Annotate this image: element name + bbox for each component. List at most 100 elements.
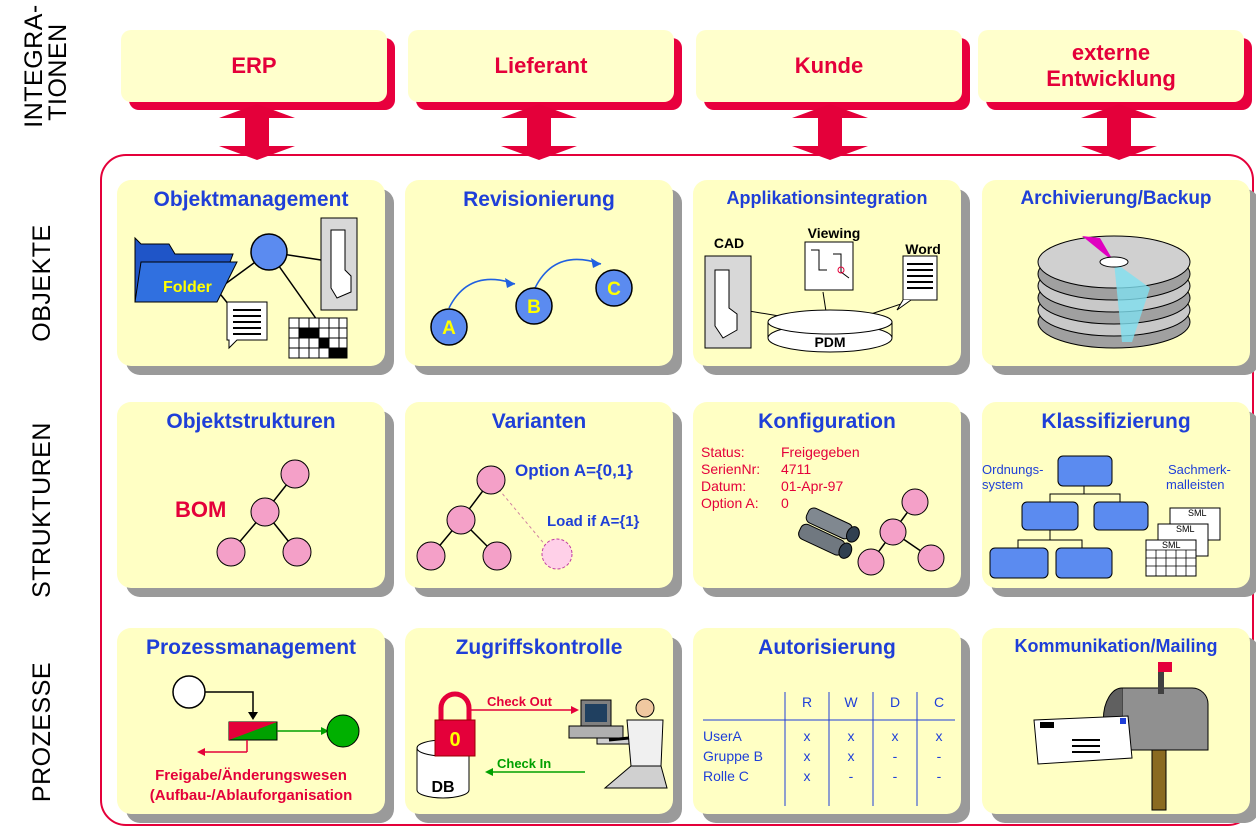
matrix-row-label: Gruppe B: [703, 748, 763, 764]
card-title: Objektmanagement: [153, 188, 349, 211]
sml-label: SML: [1162, 540, 1181, 550]
double-arrow-icon: [219, 104, 295, 160]
kommunikation-illustration: [1033, 662, 1209, 811]
matrix-cell: -: [892, 748, 898, 764]
card-title: Objektstrukturen: [166, 410, 336, 433]
sml-label: SML: [1176, 524, 1195, 534]
integration-kunde-label: Kunde: [794, 53, 864, 78]
pdm-label: PDM: [814, 334, 845, 350]
option-label: Option A={0,1}: [515, 461, 633, 480]
matrix-column-header: D: [889, 694, 901, 710]
authorization-matrix-grid: [703, 692, 955, 806]
integration-erp-label: ERP: [231, 53, 277, 78]
konfiguration-key: Status:: [701, 444, 745, 460]
matrix-column-header: R: [801, 694, 813, 710]
table-grid-icon: [288, 317, 348, 359]
matrix-cell: -: [936, 748, 942, 764]
card-kommunikation: Kommunikation/Mailing: [982, 628, 1250, 814]
matrix-cell: -: [848, 768, 854, 784]
bom-label: BOM: [175, 497, 226, 522]
matrix-cell: x: [803, 748, 811, 764]
zugriff-illustration: Check Out Check In DB 0: [416, 691, 668, 799]
revision-c-label: C: [607, 279, 621, 300]
tree-node-icon: [879, 518, 907, 546]
konfiguration-key: SerienNr:: [701, 461, 761, 477]
revision-b-node: [515, 287, 553, 325]
tree-node-icon: [476, 465, 506, 495]
revisionierung-illustration: A B C: [430, 258, 633, 346]
tree-node-icon: [282, 537, 312, 567]
card-revisionierung: Revisionierung A B C: [405, 180, 673, 366]
pdm-system-frame: [100, 154, 1254, 826]
sml-label: SML: [1188, 508, 1207, 518]
tree-node-icon: [250, 497, 280, 527]
prozessmanagement-illustration: Freigabe/Änderungswesen (Aufbau-/Ablaufo…: [150, 675, 360, 804]
tree-node-icon: [917, 544, 945, 572]
card-archivierung: Archivierung/Backup: [982, 180, 1250, 366]
matrix-cell: -: [936, 768, 942, 784]
card-title: Varianten: [491, 410, 587, 433]
matrix-cell: x: [847, 728, 855, 744]
konfiguration-row: Datum: 01-Apr-97: [701, 478, 860, 495]
ordnung-label-2: system: [982, 477, 1023, 492]
card-title: Klassifizierung: [1041, 410, 1191, 433]
card-title: Archivierung/Backup: [1020, 188, 1212, 209]
tree-node-icon: [482, 541, 512, 571]
optional-node-icon: [541, 538, 573, 570]
load-label: Load if A={1}: [547, 513, 640, 530]
end-node-icon: [326, 714, 360, 748]
tree-node-icon: [416, 541, 446, 571]
card-title: Prozessmanagement: [145, 636, 357, 659]
side-label-objekte: OBJEKTE: [28, 224, 56, 342]
matrix-column-header: C: [933, 694, 945, 710]
word-icon: [902, 255, 938, 301]
double-arrow-icon: [501, 104, 577, 160]
konfiguration-row: Status: Freigegeben: [701, 444, 860, 461]
sach-label-2: malleisten: [1166, 477, 1225, 492]
viewing-label: Viewing: [808, 225, 861, 241]
integration-erp: ERP: [121, 30, 387, 102]
konfiguration-value: Freigegeben: [781, 444, 860, 460]
card-title: Kommunikation/Mailing: [1014, 636, 1218, 656]
tree-node-icon: [280, 459, 310, 489]
konfiguration-key: Datum:: [701, 478, 747, 494]
card-applikationsintegration: Applikationsintegration CAD Viewing Word…: [693, 180, 961, 366]
matrix-row-label: UserA: [703, 728, 742, 744]
checkout-label: Check Out: [487, 694, 553, 709]
varianten-illustration: Option A={0,1} Load if A={1}: [416, 461, 640, 571]
workstation-icon: [568, 699, 632, 745]
konfiguration-value: 01-Apr-97: [781, 478, 844, 494]
folder-icon: [134, 261, 238, 303]
klassifizierung-illustration: Ordnungs- system Sachmerk- malleisten SM…: [982, 455, 1231, 579]
start-node-icon: [172, 675, 206, 709]
revision-a-label: A: [442, 318, 456, 339]
extern-line1: externe: [1071, 40, 1151, 65]
checkin-label: Check In: [497, 756, 551, 771]
card-title: Zugriffskontrolle: [455, 636, 623, 659]
matrix-cell: x: [891, 728, 899, 744]
sach-label-1: Sachmerk-: [1168, 462, 1231, 477]
folder-label: Folder: [163, 279, 212, 296]
freigabe-label: Freigabe/Änderungswesen: [155, 767, 347, 784]
konfiguration-key: Option A:: [701, 495, 759, 511]
card-varianten: Varianten Option A={0,1} Load if A={1}: [405, 402, 673, 588]
revision-a-node: [430, 308, 468, 346]
side-label-strukturen: STRUKTUREN: [28, 422, 56, 598]
ordnung-label-1: Ordnungs-: [982, 462, 1043, 477]
matrix-row-label: Rolle C: [703, 768, 749, 784]
lock-icon: 0: [434, 691, 476, 757]
side-label-prozesse: PROZESSE: [28, 661, 56, 803]
matrix-column-header: W: [844, 694, 858, 710]
db-label: DB: [431, 779, 454, 796]
aufbau-label: (Aufbau-/Ablauforganisation: [150, 787, 353, 804]
object-node-icon: [250, 233, 288, 271]
archivierung-illustration: [1037, 235, 1191, 349]
konfiguration-value: 4711: [781, 461, 812, 477]
card-title: Applikationsintegration: [726, 188, 928, 208]
lock-label: 0: [449, 729, 460, 751]
